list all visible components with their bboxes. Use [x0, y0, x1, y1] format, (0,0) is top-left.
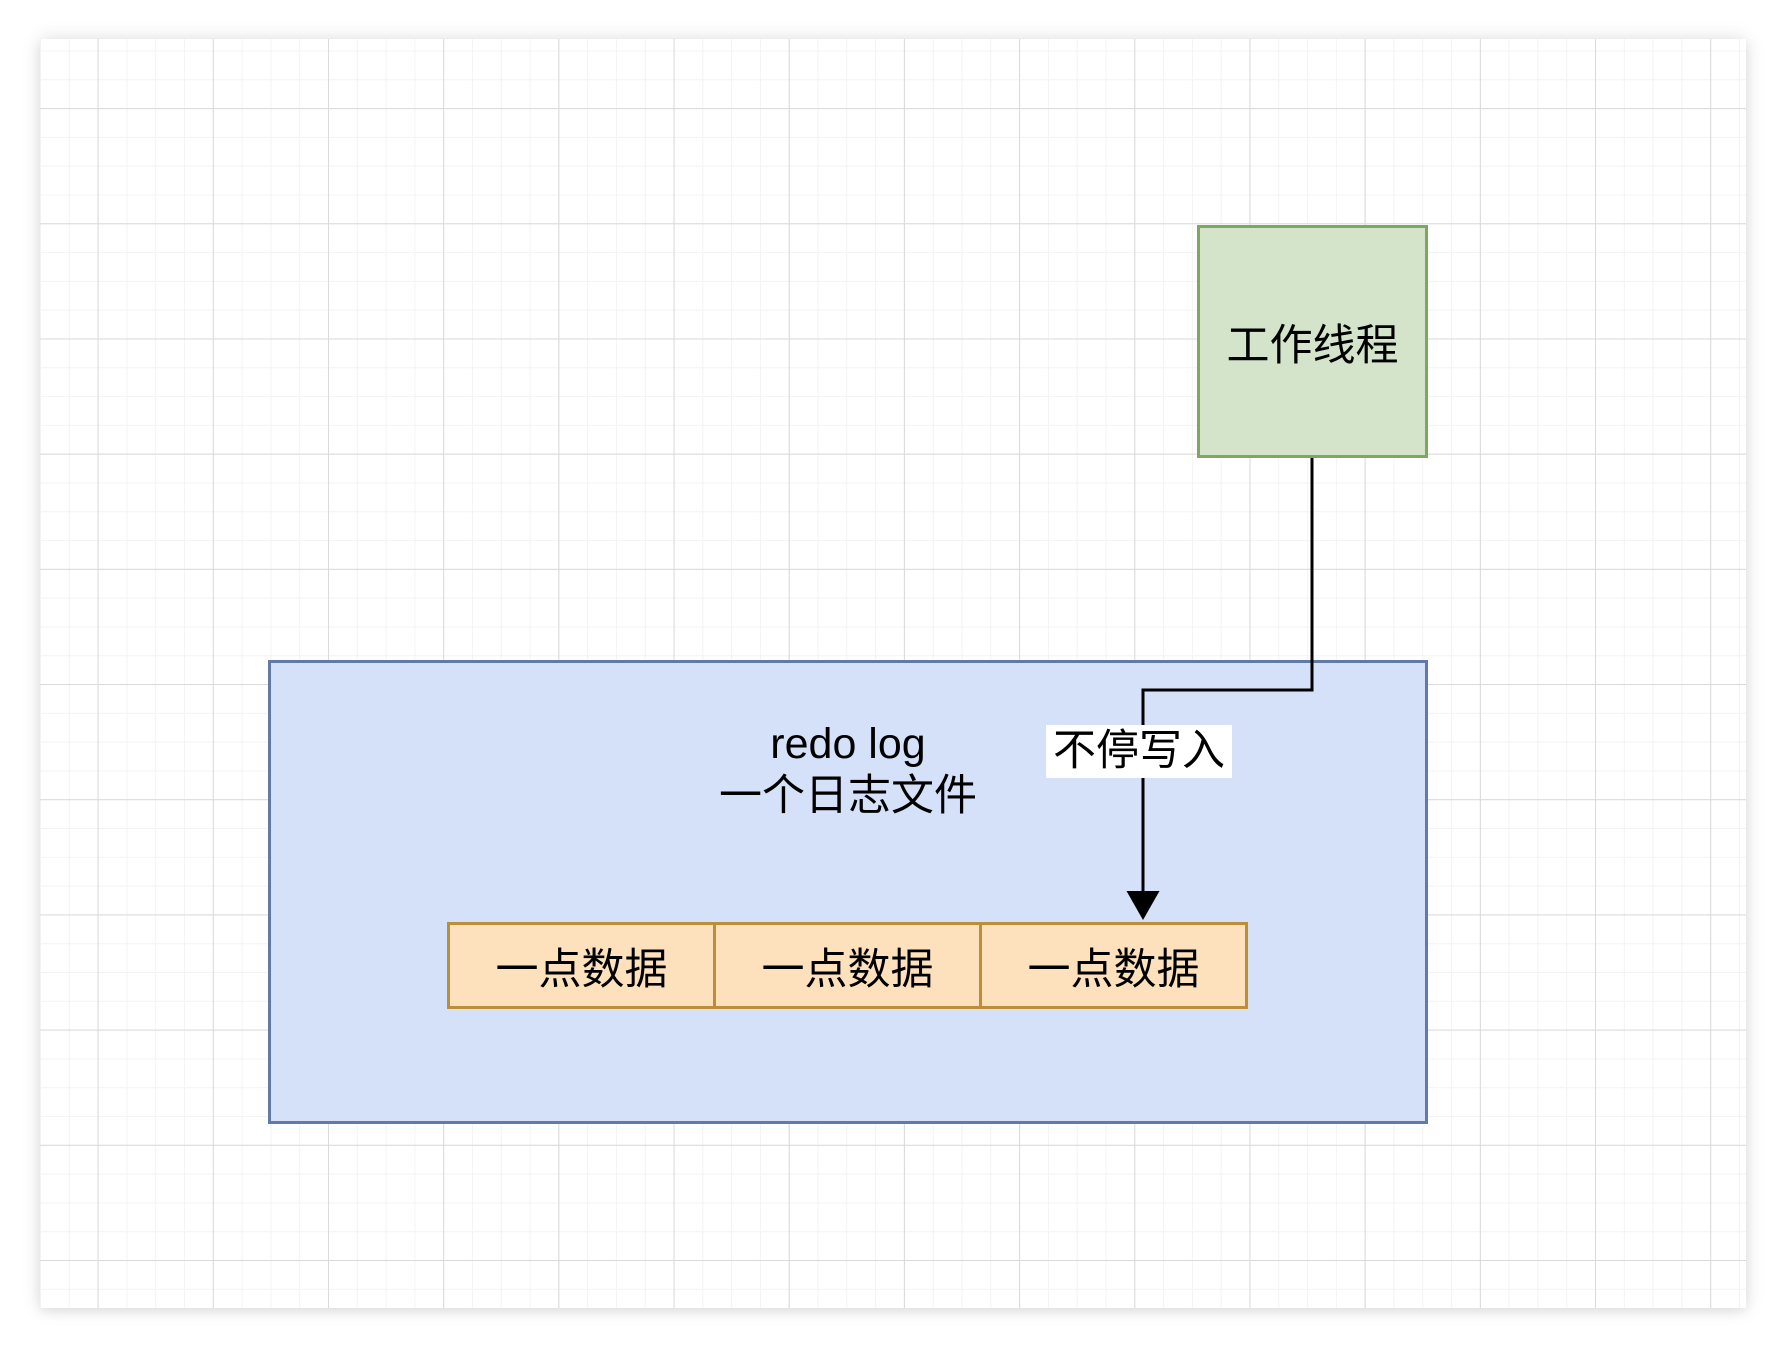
data-cell-1-label: 一点数据 — [495, 945, 668, 994]
data-cell-2[interactable]: 一点数据 — [713, 922, 982, 1009]
redo-log-container[interactable]: redo log 一个日志文件 一点数据 一点数据 一点数据 — [268, 660, 1428, 1124]
data-cell-1[interactable]: 一点数据 — [447, 922, 716, 1009]
redo-log-label: redo log 一个日志文件 — [271, 718, 1425, 823]
data-cell-2-label: 一点数据 — [761, 945, 934, 994]
data-cell-3[interactable]: 一点数据 — [979, 922, 1248, 1009]
write-arrow-label: 不停写入 — [1046, 725, 1232, 778]
data-cell-3-label: 一点数据 — [1027, 945, 1200, 994]
data-cells-row: 一点数据 一点数据 一点数据 — [447, 922, 1248, 1009]
worker-thread-label: 工作线程 — [1226, 321, 1399, 370]
redo-log-label-line2: 一个日志文件 — [719, 772, 977, 821]
redo-log-label-line1: redo log — [770, 720, 926, 768]
worker-thread-node[interactable]: 工作线程 — [1197, 225, 1428, 458]
grid-canvas: 工作线程 redo log 一个日志文件 一点数据 一点数据 一点数据 不停写入 — [40, 39, 1746, 1308]
